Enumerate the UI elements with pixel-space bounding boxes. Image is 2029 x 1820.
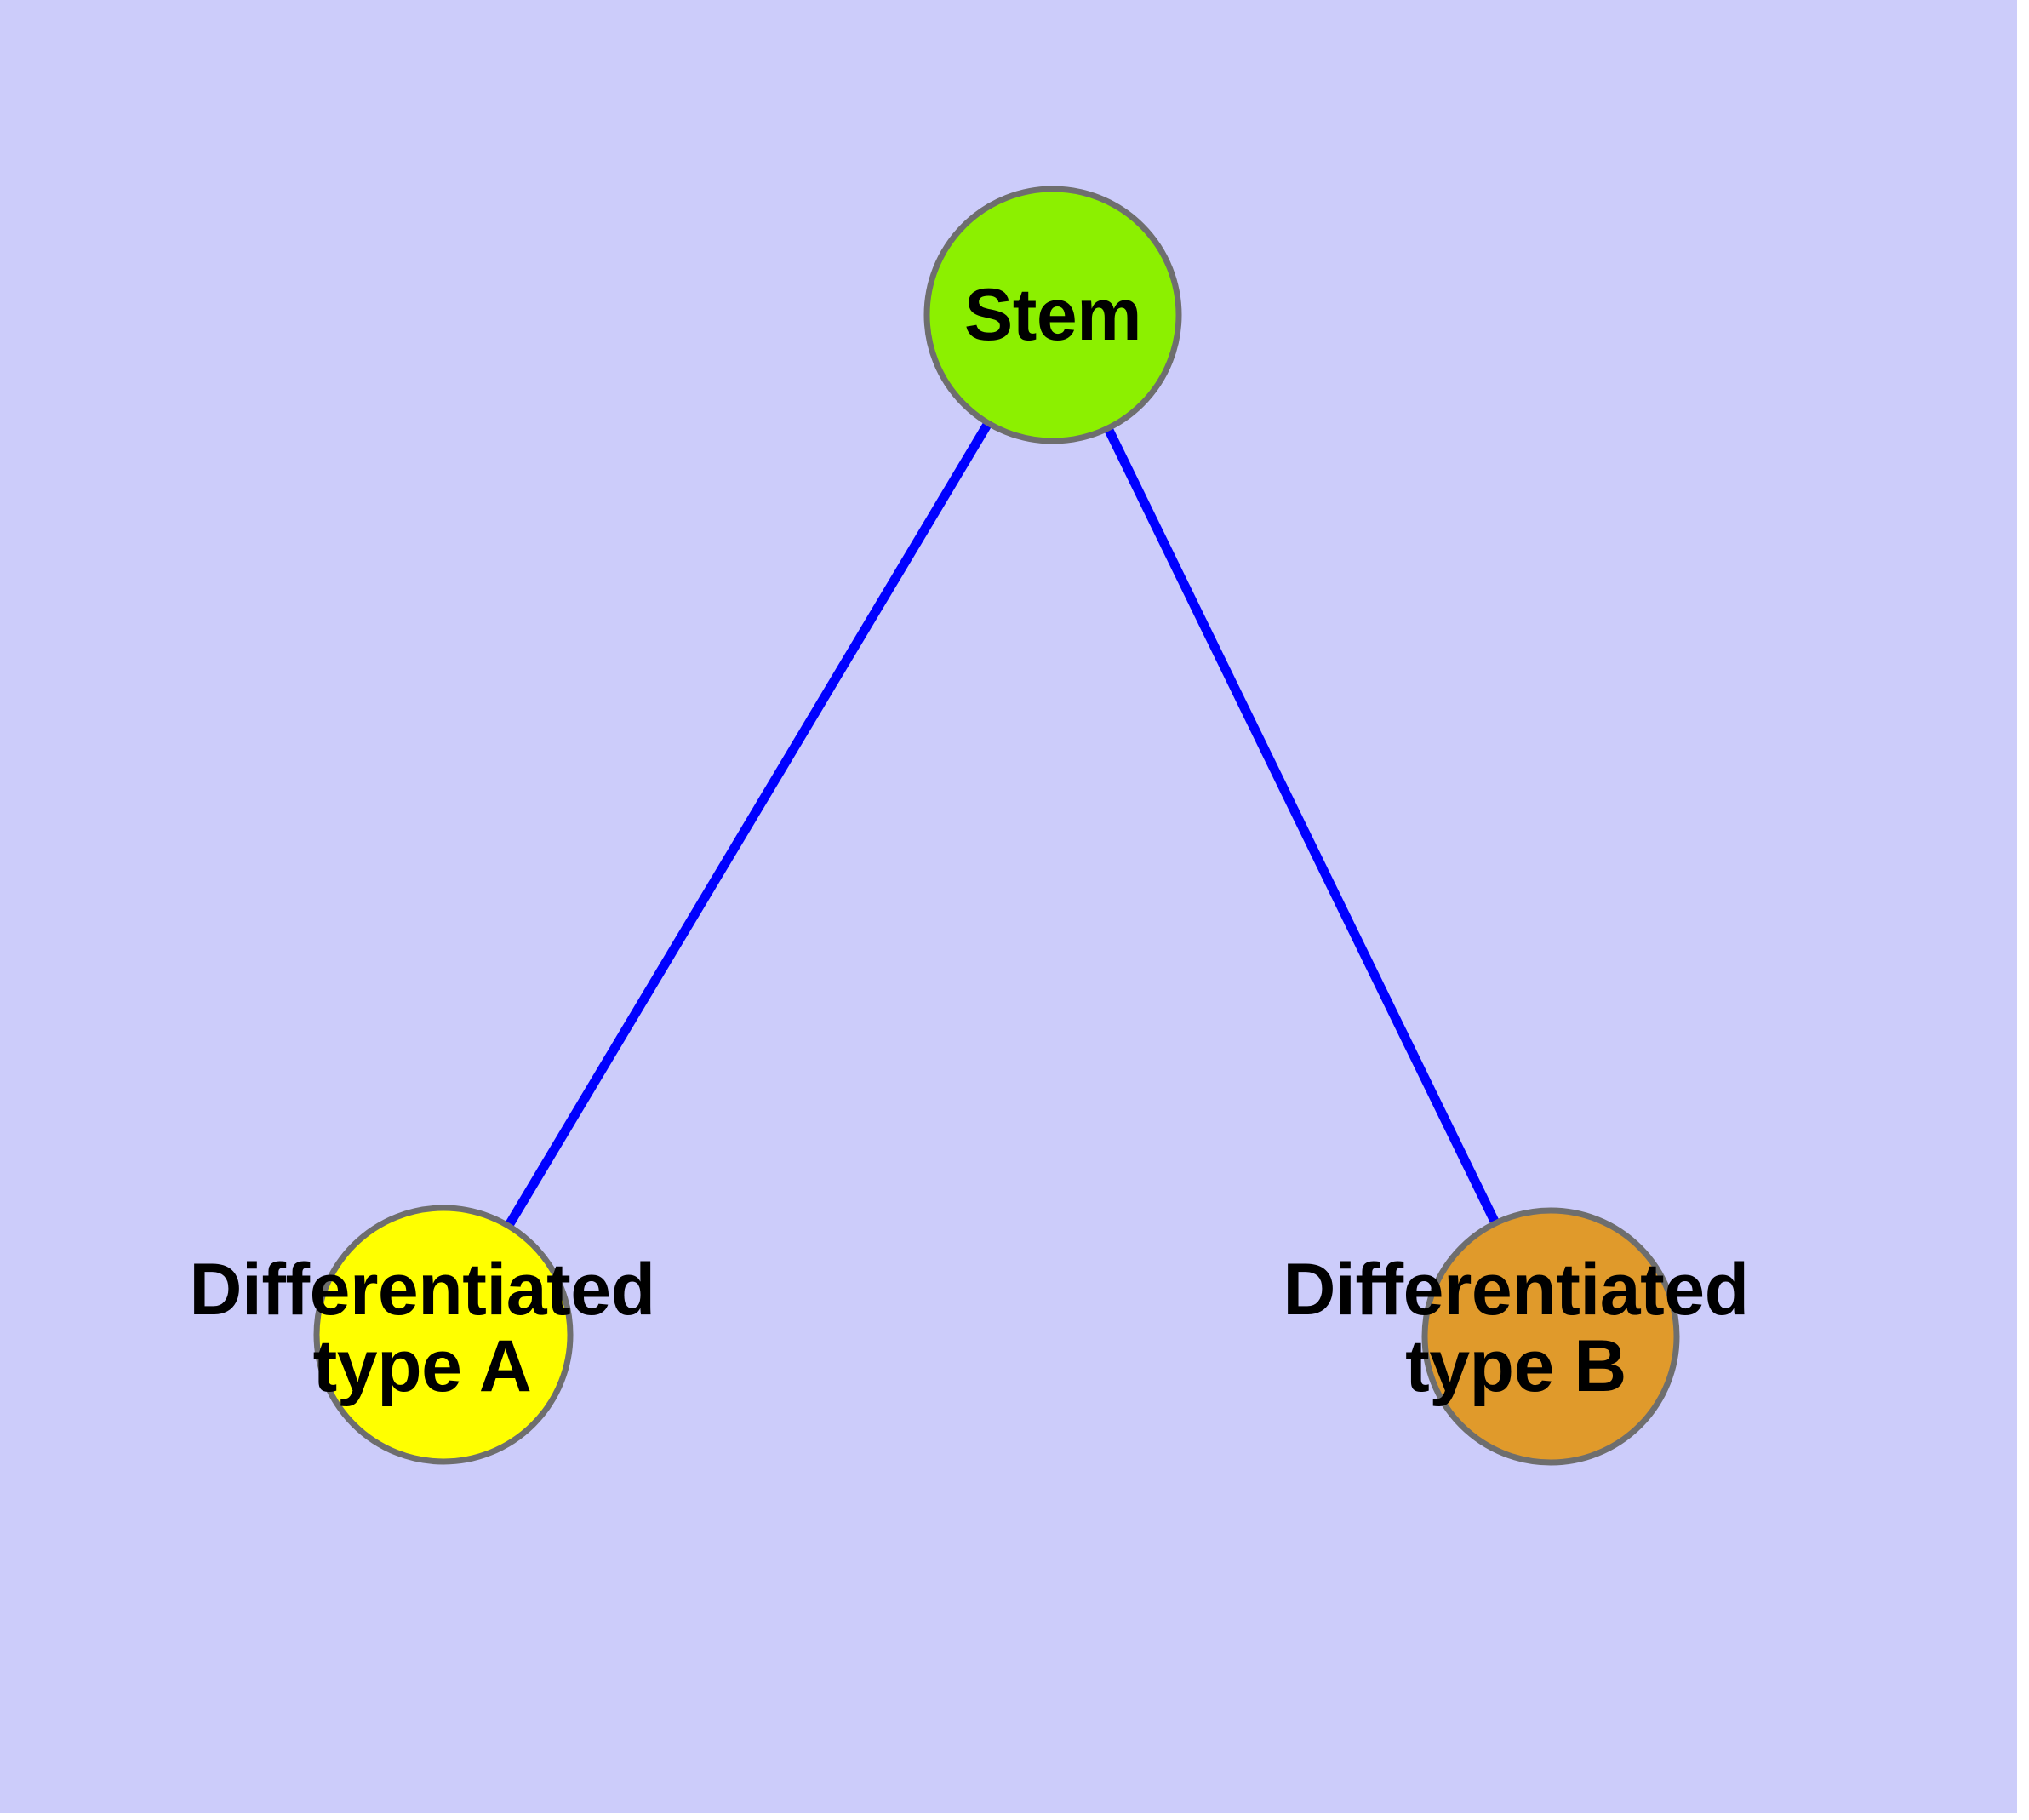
edge-stem-to-diff-b [1094, 406, 1507, 1241]
edge-layer [495, 401, 1507, 1244]
node-stem-circle[interactable] [923, 186, 1182, 444]
node-diff-b-circle[interactable] [1421, 1207, 1680, 1466]
node-layer [313, 186, 1680, 1466]
edge-stem-to-diff-a [495, 401, 1004, 1244]
node-diff-a-circle[interactable] [313, 1205, 574, 1465]
